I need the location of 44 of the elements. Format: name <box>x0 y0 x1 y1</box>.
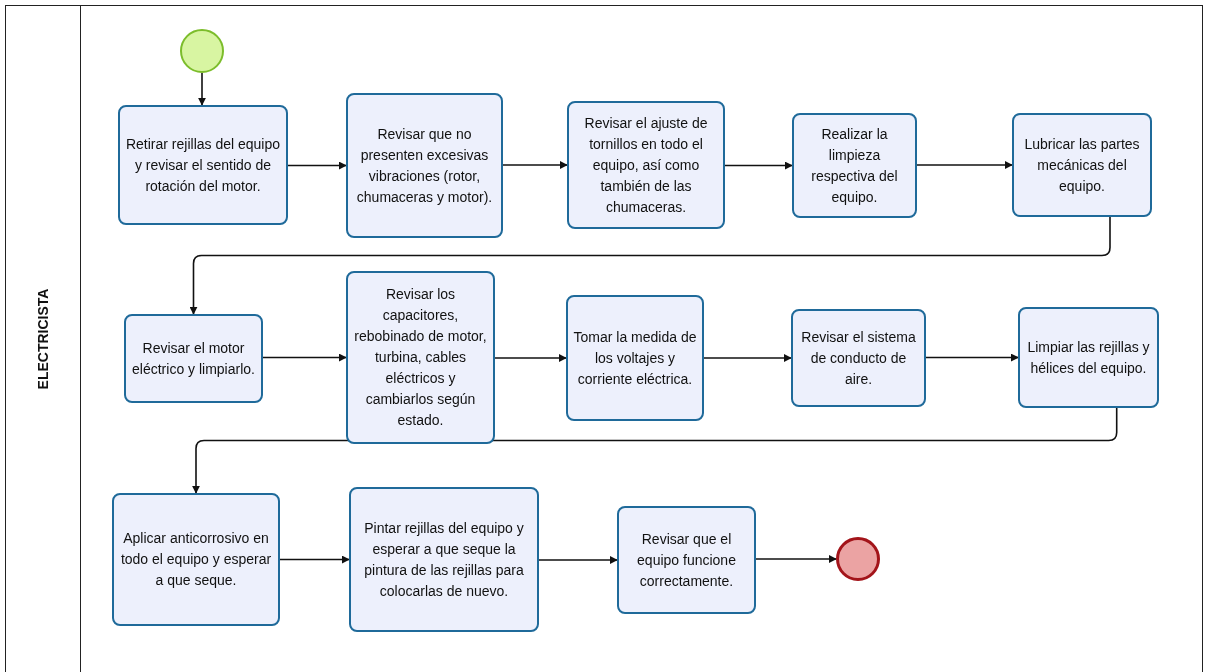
sequence-arrow <box>916 161 1013 169</box>
task-text: Revisar el ajuste de tornillos en todo el equipo, así como también de las chumaceras. <box>583 113 709 217</box>
task-text: Limpiar las rejillas y hélices del equipo. <box>1026 337 1151 378</box>
sequence-arrow <box>494 354 567 362</box>
end-event-circle <box>836 537 880 581</box>
task-text: Aplicar anticorrosivo en todo el equipo y esperar a que seque. <box>119 529 273 590</box>
sequence-arrow <box>703 354 792 362</box>
sequence-arrow <box>192 407 1118 494</box>
task-box <box>346 271 495 444</box>
task-text: Lubricar las partes mecánicas del equipo. <box>1023 134 1141 196</box>
task-box <box>567 101 725 229</box>
sequence-arrow <box>755 555 837 563</box>
task-text: Revisar que no presenten excesivas vibraciones (rotor, chumaceras y motor). <box>355 124 494 207</box>
sequence-arrow <box>502 161 568 169</box>
sequence-arrow <box>538 556 618 564</box>
task-box <box>346 93 503 238</box>
task-box <box>1012 113 1152 217</box>
sequence-arrow <box>189 216 1111 315</box>
task-text: Realizar la limpieza respectiva del equipo. <box>810 124 899 207</box>
task-text: Pintar rejillas del equipo y esperar a que seque la pintura de las rejillas para colocarlas de nuevo. <box>363 518 525 601</box>
sequence-arrow <box>287 161 347 170</box>
start-event-circle <box>180 29 224 73</box>
sequence-arrow <box>262 353 347 362</box>
task-box <box>124 314 263 403</box>
lane-label: ELECTRICISTA <box>35 288 51 390</box>
sequence-arrow <box>724 161 793 170</box>
task-text: Revisar el motor eléctrico y limpiarlo. <box>131 338 256 379</box>
task-box <box>349 487 539 632</box>
sequence-arrow <box>925 353 1019 362</box>
task-box <box>791 309 926 407</box>
task-box <box>617 506 756 614</box>
sequence-arrow <box>279 555 350 564</box>
sequence-arrow <box>198 72 206 106</box>
task-box <box>118 105 288 225</box>
swimlane <box>5 5 1203 672</box>
task-text: Retirar rejillas del equipo y revisar el sentido de rotación del motor. <box>125 134 281 196</box>
task-box <box>112 493 280 626</box>
task-text: Revisar que el equipo funcione correctamente. <box>636 529 737 591</box>
task-box <box>566 295 704 421</box>
task-box <box>792 113 917 218</box>
task-text: Tomar la medida de los voltajes y corriente eléctrica. <box>573 327 697 389</box>
task-text: Revisar los capacitores, rebobinado de motor, turbina, cables eléctricos y cambiarlos según estado. <box>353 285 488 430</box>
task-text: Revisar el sistema de conducto de aire. <box>800 327 917 389</box>
task-box <box>1018 307 1159 408</box>
